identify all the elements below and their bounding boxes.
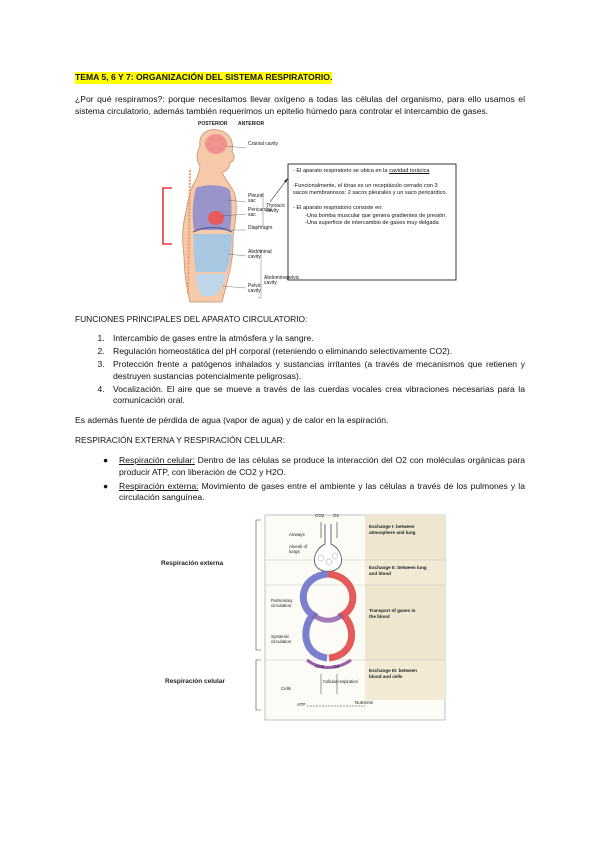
note-box: - El aparato respiratorio se ubica en la…	[293, 168, 453, 228]
anterior-label: ANTERIOR	[238, 120, 265, 127]
note-consists: - El aparato respiratorio consiste en:	[293, 205, 383, 212]
nutrients-label: Nutrients	[355, 700, 374, 706]
cellular-respiration-label: Respiración celular	[165, 678, 225, 686]
co2-bottom-label: CO2	[315, 664, 325, 670]
exchange-1-label: Exchange I: between atmosphere and lung	[369, 524, 416, 535]
body-cavities-figure: POSTERIOR ANTERIOR Cranial cavity Pleura…	[160, 121, 460, 306]
cells-label: Cells	[281, 686, 292, 692]
exchange-3-label: Exchange III: between blood and cells	[369, 668, 417, 679]
transport-label: Transport of gases in the blood	[369, 608, 416, 619]
cellular-respiration-inner-label: Cellular respiration	[323, 679, 358, 685]
note-location: - El aparato respiratorio se ubica en la…	[293, 167, 430, 174]
list-item: ●Respiración externa: Movimiento de gase…	[103, 480, 525, 503]
list-item: Protección frente a patógenos inhalados …	[107, 359, 525, 383]
o2-top-label: O2	[333, 513, 340, 519]
list-item: Regulación homeostática del pH corporal …	[107, 346, 525, 358]
water-loss-note: Es además fuente de pérdida de agua (vap…	[75, 415, 389, 426]
body-cavities-illustration	[162, 128, 457, 302]
thoracic-cavity-label: Thoracic cavity	[266, 202, 286, 215]
respiration-diagram	[255, 514, 446, 721]
exchange-2-label: Exchange II: between lung and blood	[369, 565, 427, 576]
functions-list: Intercambio de gases entre la atmósfera …	[107, 333, 525, 407]
abdominopelvic-cavity-label: Abdominopelvic cavity	[264, 274, 300, 287]
document-title: TEMA 5, 6 Y 7: ORGANIZACIÓN DEL SISTEMA …	[75, 72, 333, 84]
cranial-cavity-label: Cranial cavity	[248, 140, 279, 147]
list-item: ●Respiración celular: Dentro de las célu…	[103, 454, 526, 477]
airways-label: Airways	[289, 532, 305, 538]
list-item: Intercambio de gases entre la atmósfera …	[107, 333, 525, 345]
note-pump: -Una bomba muscular que genera gradiente…	[305, 212, 447, 219]
list-item: Vocalización. El aire que se mueve a tra…	[107, 384, 525, 408]
pericardial-sac-label: Pericardial sac	[248, 206, 272, 219]
respiration-figure: Respiración externa Respiración celular …	[75, 510, 495, 725]
pleural-sac-label: Pleural sac	[248, 192, 264, 205]
posterior-label: POSTERIOR	[198, 120, 228, 127]
respiration-heading: RESPIRACIÓN EXTERNA Y RESPIRACIÓN CELULA…	[75, 435, 286, 446]
o2-bottom-label: O2	[333, 664, 340, 670]
diaphragm-label: Diaphragm	[248, 224, 273, 231]
systemic-circulation-label: Systemic circulation	[271, 634, 292, 645]
respiration-list: ●Respiración celular: Dentro de las célu…	[103, 454, 526, 504]
co2-top-label: CO2	[315, 513, 325, 519]
cellular-term: Respiración celular:	[119, 454, 195, 465]
atp-label: ATP	[297, 702, 306, 708]
abdominal-cavity-label: Abdominal cavity	[248, 248, 272, 261]
functions-heading: FUNCIONES PRINCIPALES DEL APARATO CIRCUL…	[75, 313, 308, 324]
note-surface: -Una superficie de intercambio de gases …	[305, 219, 439, 226]
external-respiration-label: Respiración externa	[161, 560, 224, 568]
note-thorax: -Funcionalmente, el tórax es un receptác…	[293, 182, 448, 197]
alveoli-label: Alveoli of lungs	[289, 544, 308, 555]
pelvic-cavity-label: Pelvic cavity	[248, 282, 262, 295]
external-term: Respiración externa:	[119, 480, 199, 491]
pulmonary-circulation-label: Pulmonary circulation	[271, 598, 293, 609]
intro-paragraph: ¿Por qué respiramos?: porque necesitamos…	[75, 93, 525, 116]
